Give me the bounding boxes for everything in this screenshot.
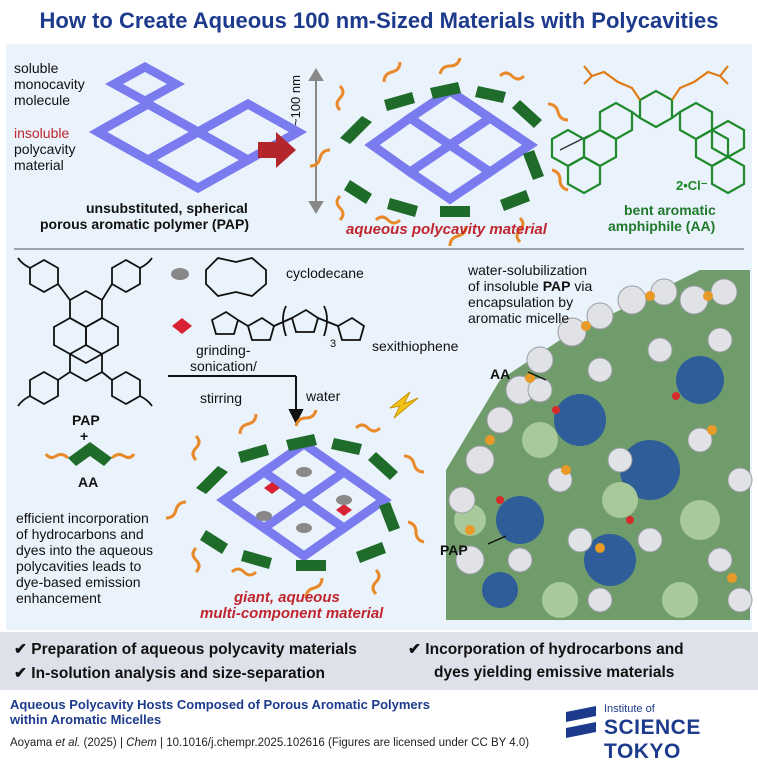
efficient-line-6: enhancement (16, 590, 101, 606)
giant-caption-1: giant, aqueous (234, 589, 340, 606)
insoluble-word: insoluble (14, 125, 70, 141)
soluble-label-3: molecule (14, 92, 71, 108)
logo-institute-of: Institute of (604, 703, 655, 715)
solub-line-2: of insoluble PAP via (468, 278, 593, 294)
lightning-icon (389, 391, 419, 419)
process-line-3: stirring (200, 390, 243, 406)
efficient-line-5: dye-based emission (16, 574, 141, 590)
section-divider (14, 248, 744, 250)
sexithiophene-structure (210, 305, 366, 341)
process-line-2: sonication/ (190, 358, 257, 374)
pap-structure (17, 257, 153, 407)
size-arrow (308, 68, 324, 214)
bullet-1: ✔ Preparation of aqueous polycavity mate… (14, 641, 357, 658)
process-arrow (168, 375, 304, 425)
solub-line-1: water-solubilization (468, 262, 588, 278)
footer-citation: Aoyama et al. (2025) | Chem | 10.1016/j.… (10, 737, 530, 749)
process-line-1: grinding- (196, 342, 251, 358)
aa-structure (550, 65, 746, 195)
pap-label: PAP (72, 412, 100, 428)
model-pap-label: PAP (440, 542, 468, 558)
aa-caption-2: amphiphile (AA) (608, 218, 716, 234)
aa-caption-1: bent aromatic (624, 202, 716, 218)
aa-label: AA (78, 474, 99, 490)
sexithiophene-subscript: 3 (330, 338, 337, 350)
bullet-panel: ✔ Preparation of aqueous polycavity mate… (0, 632, 758, 690)
cyclodecane-dot (171, 268, 189, 280)
page-title: How to Create Aqueous 100 nm-Sized Mater… (39, 8, 719, 33)
aqueous-polycavity-material (309, 57, 569, 247)
pap-caption-1: unsubstituted, spherical (86, 200, 248, 216)
counterion: 2•Cl⁻ (676, 178, 708, 193)
science-tokyo-logo-icon (566, 706, 596, 738)
logo-science-tokyo: SCIENCE TOKYO (604, 716, 701, 763)
aa-chevron-small (44, 442, 136, 466)
molecular-model (446, 270, 753, 620)
insoluble-label-2: polycavity (14, 141, 76, 157)
efficient-line-1: efficient incorporation (16, 510, 149, 526)
solub-pap: PAP (542, 278, 571, 294)
footer-title-line-2: within Aromatic Micelles (10, 712, 162, 727)
footer-title-line-1: Aqueous Polycavity Hosts Composed of Por… (10, 697, 430, 712)
solub-line-4: aromatic micelle (468, 310, 570, 326)
insoluble-label-3: material (14, 157, 64, 173)
giant-material (165, 409, 425, 599)
soluble-label-1: soluble (14, 60, 59, 76)
efficient-line-2: of hydrocarbons and (16, 526, 144, 542)
amphiphile-tails (309, 57, 569, 247)
footer-title: Aqueous Polycavity Hosts Composed of Por… (10, 697, 470, 727)
sexithiophene-label: sexithiophene (372, 338, 459, 354)
plus-sign: + (80, 428, 89, 444)
pap-caption-2: porous aromatic polymer (PAP) (40, 216, 250, 232)
sexithiophene-dot (172, 318, 192, 334)
soluble-label-2: monocavity (14, 76, 85, 92)
cyclodecane-label: cyclodecane (286, 265, 364, 281)
efficient-line-4: polycavities leads to (16, 558, 142, 574)
amphiphile-shell (340, 82, 544, 217)
bullet-3: ✔ Incorporation of hydrocarbons and (408, 641, 684, 658)
solub-line-3: encapsulation by (468, 294, 574, 310)
efficient-line-3: dyes into the aqueous (16, 542, 153, 558)
bullet-3-cont: dyes yielding emissive materials (434, 664, 675, 681)
cyclodecane-structure (205, 257, 267, 297)
water-label: water (306, 388, 341, 404)
monocavity-diamond (105, 62, 185, 106)
solub-via: via (570, 278, 593, 294)
red-arrow (258, 132, 296, 168)
model-aa-label: AA (490, 366, 511, 382)
bullet-2: ✔ In-solution analysis and size-separati… (14, 665, 325, 682)
giant-caption-2: multi-component material (200, 605, 384, 622)
aqueous-caption: aqueous polycavity material (346, 221, 547, 238)
